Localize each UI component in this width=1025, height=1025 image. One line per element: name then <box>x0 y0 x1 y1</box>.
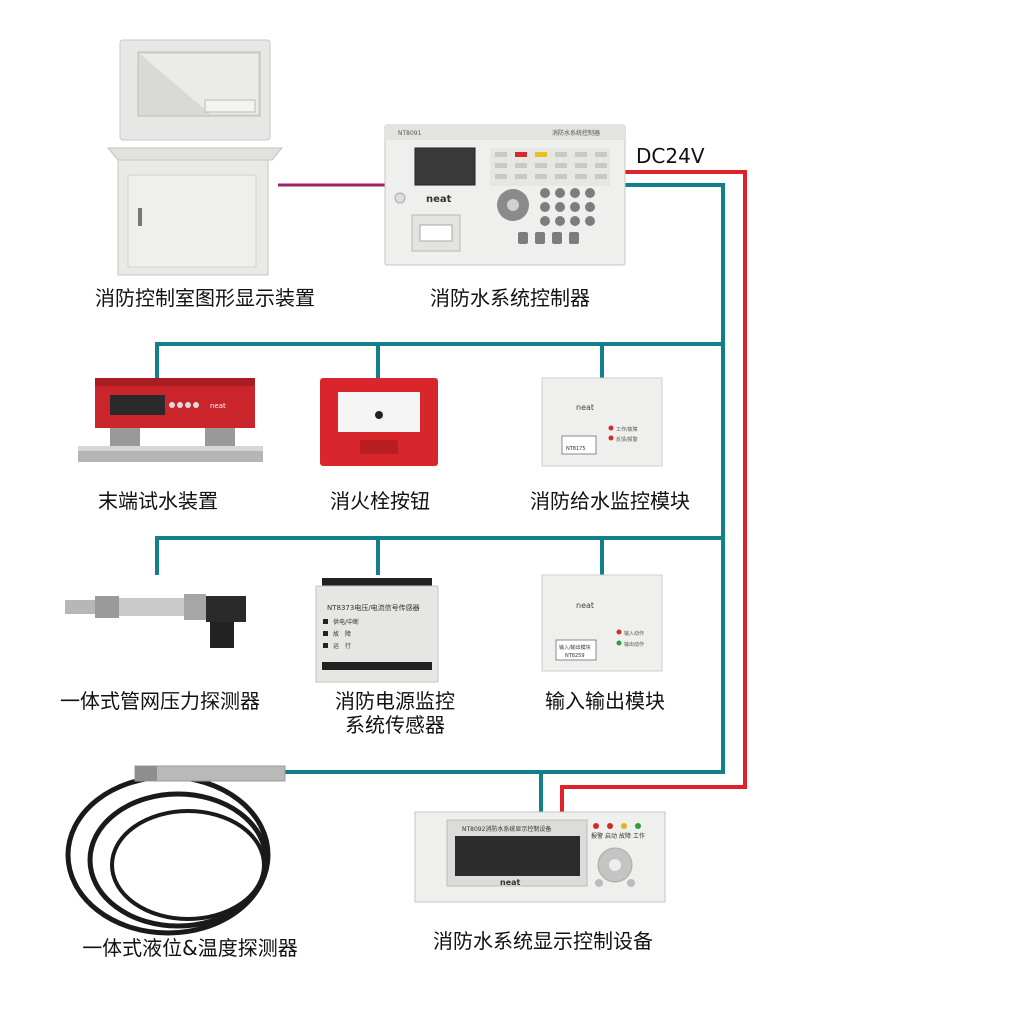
label-controller: 消防水系统控制器 <box>430 286 590 310</box>
power-sensor-ind1: 供电/中断 <box>333 618 359 626</box>
io-module-device: neat 输入动作 输出动作 输入/输出模块 NT8259 <box>541 574 663 672</box>
label-display-control: 消防水系统显示控制设备 <box>433 929 653 953</box>
pressure-detector-device <box>65 594 246 648</box>
label-hydrant-button: 消火栓按钮 <box>330 489 430 513</box>
display-control-k1: 报警 <box>591 832 603 840</box>
end-test-brand: neat <box>210 402 226 410</box>
display-control-brand: neat <box>500 878 521 887</box>
controller-panel-title: 消防水系统控制器 <box>552 129 600 137</box>
controller-model-text: NT8091 <box>398 130 422 137</box>
connection-lines <box>155 170 747 812</box>
power-sensor-ind3: 运 行 <box>333 642 351 650</box>
graphic-display-device <box>106 39 284 276</box>
water-monitor-model: NT8175 <box>566 446 586 452</box>
hydrant-button-device <box>320 378 438 466</box>
display-control-device: NT8092消防水系统显示控制设备 neat 报警 启动 故障 工作 <box>414 811 666 903</box>
io-module-brand: neat <box>576 601 594 610</box>
label-pressure-detector: 一体式管网压力探测器 <box>60 689 260 713</box>
end-test-device: neat <box>78 378 263 462</box>
level-detector-device <box>65 765 286 936</box>
label-end-test: 末端试水装置 <box>98 489 218 513</box>
label-level-detector: 一体式液位&温度探测器 <box>82 936 298 960</box>
power-sensor-device: NT8373电压/电流信号传感器 供电/中断 故 障 运 行 <box>315 578 439 683</box>
controller-device: NT8091 消防水系统控制器 neat <box>384 124 626 266</box>
label-power-sensor-line2: 系统传感器 <box>345 713 445 737</box>
display-control-k4: 工作 <box>633 832 645 840</box>
power-sensor-ind2: 故 障 <box>333 630 351 638</box>
io-module-tag1: 输入/输出模块 <box>559 644 591 651</box>
label-io-module: 输入输出模块 <box>545 689 665 713</box>
label-water-monitor: 消防给水监控模块 <box>530 489 690 513</box>
display-control-panel-title: NT8092消防水系统显示控制设备 <box>462 825 551 833</box>
display-control-k2: 启动 <box>605 832 617 840</box>
water-monitor-led1: 工作/故障 <box>616 426 638 433</box>
water-monitor-device: neat 工作/故障 反馈/报警 NT8175 <box>541 377 663 467</box>
power-line <box>560 170 747 812</box>
bus-trunk <box>539 183 725 812</box>
display-control-k3: 故障 <box>619 832 631 840</box>
controller-brand: neat <box>426 194 452 205</box>
power-label: DC24V <box>636 144 705 168</box>
io-module-tag2: NT8259 <box>565 653 585 659</box>
io-module-led2: 输出动作 <box>624 641 644 648</box>
water-monitor-led2: 反馈/报警 <box>616 436 638 443</box>
water-monitor-brand: neat <box>576 403 594 412</box>
label-graphic-display: 消防控制室图形显示装置 <box>95 286 315 310</box>
io-module-led1: 输入动作 <box>624 630 644 637</box>
power-sensor-panel-title: NT8373电压/电流信号传感器 <box>327 603 420 612</box>
label-power-sensor-line1: 消防电源监控 <box>335 689 455 713</box>
